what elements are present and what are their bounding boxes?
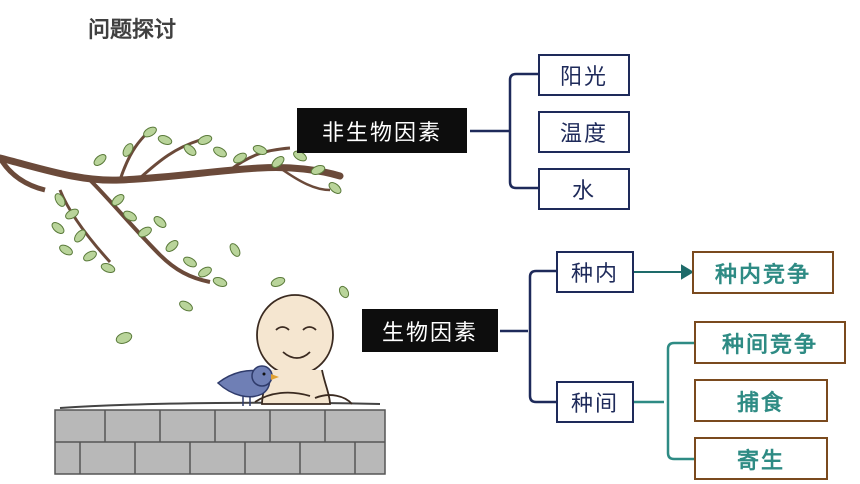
temperature-box: 温度: [538, 111, 630, 153]
biotic-factors-label: 生物因素: [362, 309, 498, 352]
inter-bracket: [666, 341, 694, 461]
intra-arrow-head: [681, 264, 694, 280]
child-figure-illustration: [254, 294, 353, 405]
bird-illustration: [216, 365, 279, 406]
interspecific-box: 种间: [556, 381, 634, 423]
interspecific-competition-box: 种间竞争: [694, 321, 846, 364]
predation-box: 捕食: [694, 379, 828, 422]
abiotic-bracket: [508, 72, 538, 190]
sunlight-box: 阳光: [538, 54, 630, 96]
parasitism-box: 寄生: [694, 437, 828, 480]
tree-branch-illustration: [0, 126, 350, 344]
intraspecific-competition-box: 种内竞争: [692, 251, 834, 294]
abiotic-factors-label: 非生物因素: [297, 108, 467, 153]
intraspecific-box: 种内: [556, 251, 634, 293]
water-box: 水: [538, 168, 630, 210]
stone-wall-illustration: [54, 401, 386, 475]
biotic-bracket: [528, 269, 556, 404]
page-title: 问题探讨: [88, 18, 177, 43]
